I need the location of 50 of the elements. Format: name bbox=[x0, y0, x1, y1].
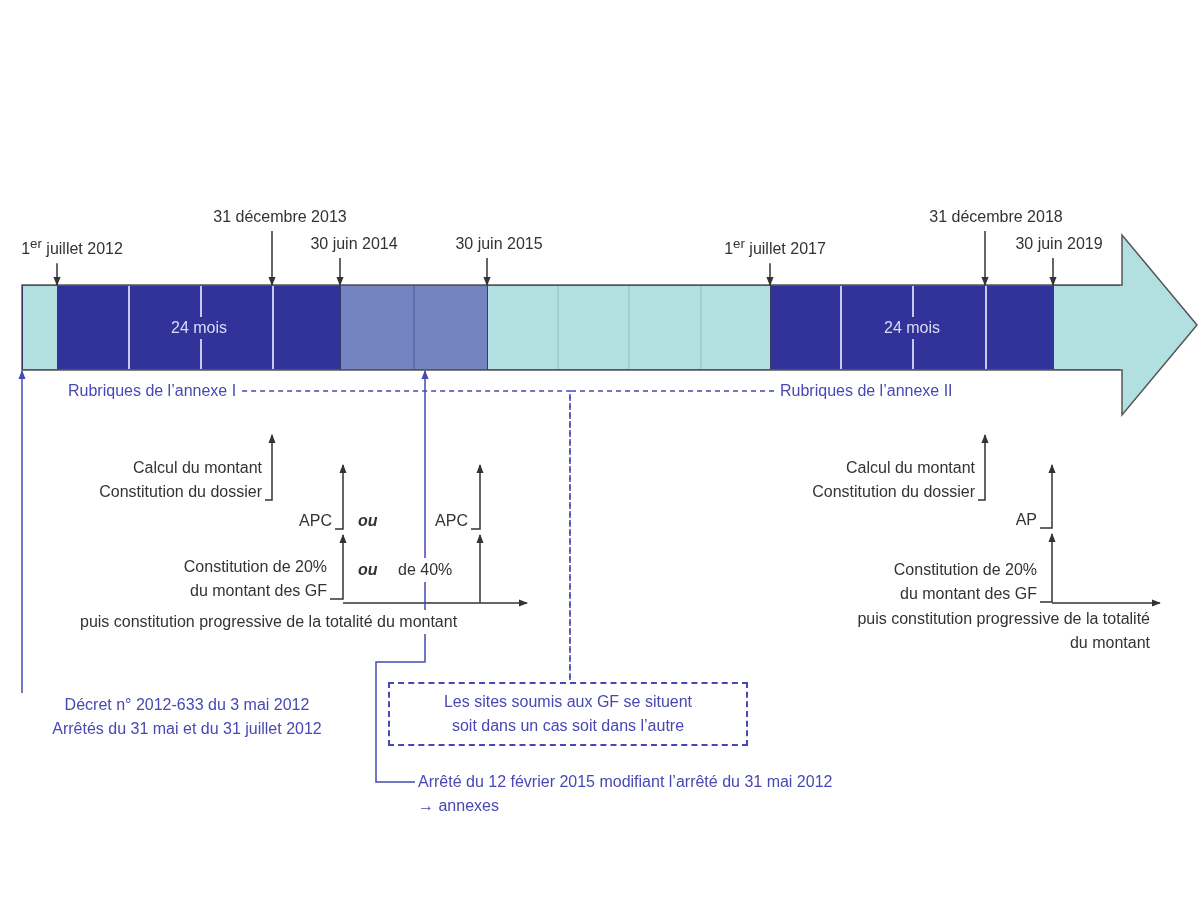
date-label: 1$^{er}$ juillet 2017 bbox=[724, 232, 826, 262]
timeline-period-bar bbox=[340, 285, 487, 370]
step-label: Calcul du montant bbox=[132, 458, 262, 478]
arrow bbox=[977, 434, 989, 501]
date-label: 30 juin 2014 bbox=[310, 232, 398, 256]
arrow bbox=[1049, 257, 1057, 286]
arrow bbox=[476, 534, 484, 604]
act-label: APC bbox=[299, 509, 332, 533]
reference-text: Arrêtés du 31 mai et du 31 juillet 2012 bbox=[52, 719, 322, 739]
date-label: 30 juin 2019 bbox=[1015, 232, 1103, 256]
date-label: 31 décembre 2013 bbox=[213, 205, 347, 229]
timeline-period-bar bbox=[22, 285, 57, 370]
arrow bbox=[268, 230, 276, 286]
reference-text: Arrêté du 12 février 2015 modifiant l’arrêté du 31 mai 2012 bbox=[418, 772, 833, 792]
dashed-connector bbox=[241, 390, 571, 683]
category-label: Rubriques de l’annexe II bbox=[780, 379, 953, 403]
date-label: 1$^{er}$ juillet 2012 bbox=[21, 232, 123, 262]
timeline-period-bar bbox=[1053, 285, 1120, 370]
percentage-label: de 40% bbox=[398, 558, 453, 582]
act-label: AP bbox=[1015, 508, 1037, 532]
date-label: 31 décembre 2018 bbox=[929, 205, 1063, 229]
arrow bbox=[334, 464, 347, 530]
step-label: Calcul du montant bbox=[845, 458, 975, 478]
arrow bbox=[1039, 533, 1056, 603]
timeline-period-bar bbox=[770, 285, 1053, 370]
arrow bbox=[483, 257, 491, 286]
step-label: Constitution du dossier bbox=[99, 482, 262, 502]
arrow bbox=[53, 262, 61, 286]
timeline-period-bar bbox=[487, 285, 770, 370]
reference-text: → annexes bbox=[418, 796, 500, 816]
note-text: Les sites soumis aux GF se situent soit dans un cas soit dans l’autre bbox=[442, 692, 694, 736]
step-label: Constitution de 20% du montant des GF bbox=[879, 558, 1037, 606]
timeline-period-bar bbox=[57, 285, 340, 370]
arrow bbox=[329, 534, 347, 600]
step-label: Constitution de 20% du montant des GF bbox=[169, 555, 327, 603]
reference-text: Décret n° 2012-633 du 3 mai 2012 bbox=[63, 695, 311, 715]
category-label: Rubriques de l’annexe I bbox=[68, 379, 237, 403]
arrow bbox=[18, 370, 26, 694]
arrow bbox=[375, 370, 429, 783]
dashed-note-frame bbox=[388, 682, 748, 746]
act-label: APC bbox=[435, 509, 468, 533]
step-label: Constitution du dossier bbox=[812, 482, 975, 502]
arrow bbox=[981, 230, 989, 286]
note-text: puis constitution progressive de la totalité du montant bbox=[80, 610, 458, 634]
arrow bbox=[336, 257, 344, 286]
date-label: 30 juin 2015 bbox=[455, 232, 543, 256]
arrow bbox=[470, 464, 484, 530]
arrow bbox=[1039, 464, 1056, 529]
arrow bbox=[264, 434, 276, 501]
arrow bbox=[766, 262, 774, 286]
